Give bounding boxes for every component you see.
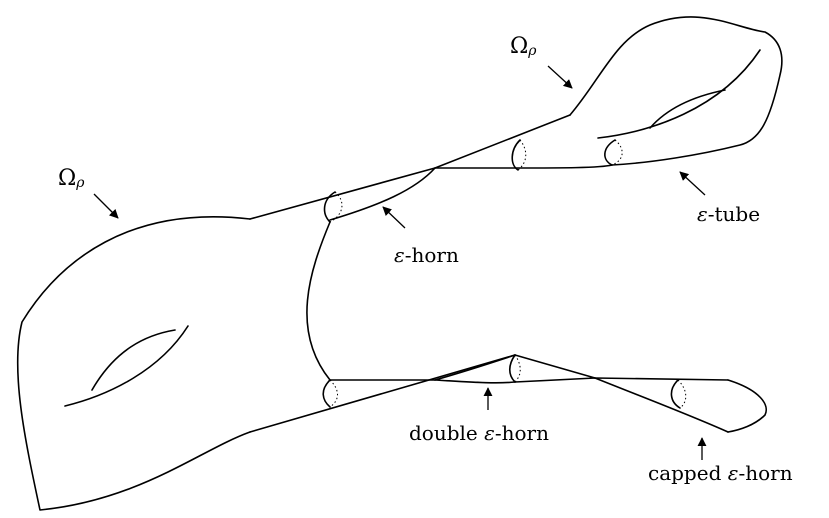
horn-to-tube-line	[434, 164, 613, 169]
lower-ellipse-3	[670, 379, 681, 409]
lower-ellipse-1-dots	[329, 379, 338, 408]
arrow-eps-tube	[679, 171, 706, 196]
horn-text: -horn	[494, 421, 549, 445]
epsilon-symbol: ε	[727, 461, 739, 485]
arrow-eps-horn	[382, 206, 406, 229]
middle-connection	[306, 221, 331, 381]
epsilon-symbol: ε	[394, 243, 405, 267]
double-horn-top	[434, 354, 516, 381]
horn-ellipse-dots	[329, 191, 343, 223]
omega-symbol: Ω	[510, 34, 529, 59]
lower-right-line	[514, 354, 596, 379]
cap-outline	[727, 379, 767, 433]
horn-text: -horn	[404, 243, 459, 267]
horn-ellipse	[323, 191, 336, 223]
lower-ellipse-3-dots	[677, 379, 687, 409]
lower-long-line	[249, 354, 516, 433]
horn-text: -horn	[738, 461, 793, 485]
horn-lower-edge	[329, 167, 436, 221]
epsilon-symbol: ε	[697, 202, 708, 226]
upper-long-line	[249, 167, 436, 220]
right-omega-outline	[569, 16, 783, 166]
capped-text: capped	[648, 461, 728, 485]
capped-horn-lower	[594, 377, 729, 433]
tube-ellipse-2	[604, 139, 616, 166]
double-text: double	[409, 421, 485, 445]
arrow-omega-right	[547, 65, 573, 89]
tube-ellipse-2-dots	[611, 139, 623, 166]
lower-ellipse-1	[322, 379, 331, 408]
omega-symbol: Ω	[58, 166, 77, 191]
arrow-omega-left	[93, 193, 119, 219]
left-omega-outline	[16, 216, 251, 511]
label-capped-eps-horn: capped ε-horn	[648, 463, 793, 483]
right-hole-lower	[649, 89, 726, 129]
label-double-eps-horn: double ε-horn	[409, 423, 549, 443]
lower-right-horizontal	[514, 377, 729, 383]
label-eps-tube: ε-tube	[697, 204, 760, 224]
lower-ellipse-2-dots	[514, 354, 521, 383]
label-eps-horn: ε-horn	[394, 245, 459, 265]
label-omega-rho-left: Ωρ	[58, 166, 85, 191]
omega-subscript: ρ	[528, 43, 537, 59]
lower-ellipse-2	[508, 354, 516, 383]
label-omega-rho-right: Ωρ	[510, 34, 537, 59]
right-hole-upper	[597, 49, 761, 139]
upper-diagonal	[434, 114, 571, 169]
epsilon-symbol: ε	[484, 421, 495, 445]
tube-text: -tube	[707, 202, 761, 226]
tube-ellipse-1-dots	[517, 139, 527, 171]
omega-subscript: ρ	[76, 175, 85, 191]
tube-ellipse-1	[511, 139, 521, 171]
left-hole-lower	[91, 329, 176, 391]
left-hole-upper	[64, 325, 189, 407]
